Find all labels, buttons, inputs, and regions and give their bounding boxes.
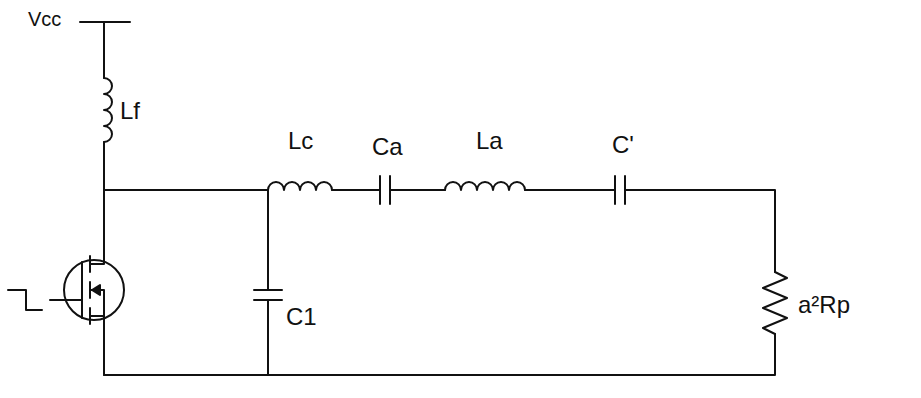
wire	[103, 22, 105, 78]
inductor-symbol	[268, 182, 332, 190]
wire	[525, 189, 615, 191]
wire	[104, 189, 268, 191]
mosfet-drain	[90, 190, 104, 264]
wire	[332, 189, 380, 191]
mosfet-source	[90, 316, 104, 375]
part-label: La	[474, 128, 505, 154]
part-label: Lc	[286, 128, 315, 154]
resistor-symbol	[763, 272, 787, 334]
mosfet-symbol	[64, 260, 124, 320]
pulse-symbol	[8, 290, 42, 310]
inductor-symbol	[104, 78, 112, 142]
part-label: C'	[610, 132, 636, 158]
inductor-symbol	[445, 182, 525, 190]
mosfet-gate	[81, 262, 83, 318]
capacitor-symbol	[614, 176, 616, 204]
wire	[267, 300, 269, 375]
capacitor-symbol	[254, 289, 282, 291]
mosfet-arrow	[92, 285, 100, 295]
part-label: a²Rp	[796, 292, 852, 318]
wire	[390, 189, 445, 191]
wire	[625, 190, 775, 272]
wire	[103, 142, 105, 190]
part-label: Vcc	[26, 8, 63, 30]
part-label: C1	[284, 304, 319, 330]
capacitor-symbol	[379, 176, 381, 204]
part-label: Lf	[118, 98, 142, 124]
part-label: Ca	[370, 134, 405, 160]
wire	[104, 334, 775, 375]
wire	[267, 190, 269, 290]
